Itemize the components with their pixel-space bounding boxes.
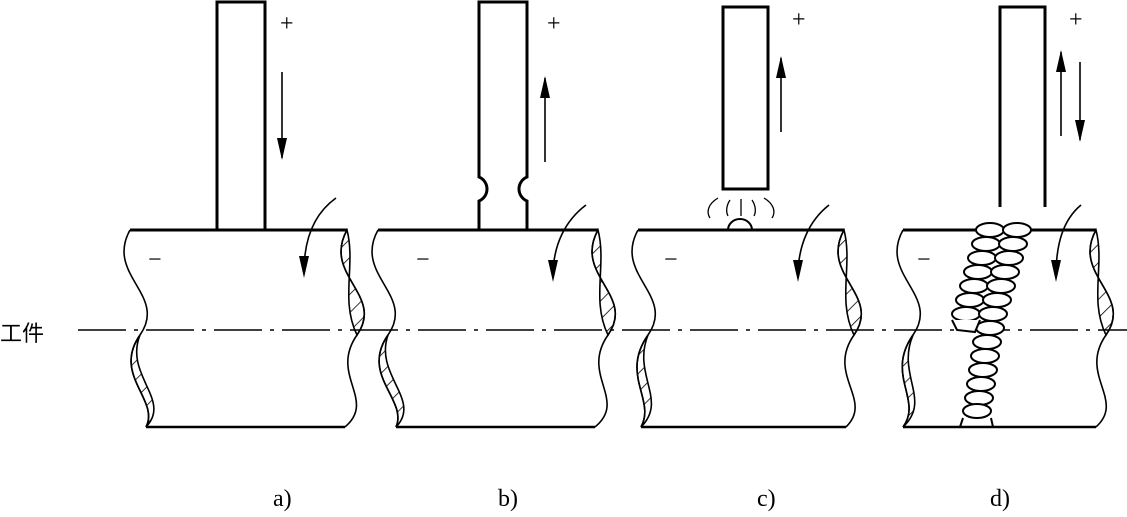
panel-b-workpiece-sign: − [416, 247, 430, 273]
panel-d-electrode-motion-arrows [1056, 50, 1085, 142]
panel-d-workpiece-sign: − [917, 247, 931, 273]
panel-d-drawing [896, 5, 1114, 429]
panel-b-electrode-sign: + [547, 11, 561, 37]
panel-d-rotation-arrow [1051, 204, 1082, 282]
panel-a-electrode-motion-arrow [277, 72, 287, 160]
panel-a-caption: a) [273, 486, 292, 512]
panel-c-drawing [631, 5, 862, 429]
workpiece-label: 工件 [0, 321, 45, 346]
panel-d-caption: d) [990, 486, 1010, 512]
panel-d-electrode-sign: + [1069, 7, 1083, 33]
panel-c-electrode [721, 5, 770, 191]
panel-b-rotation-arrow [548, 204, 587, 282]
panel-c-workpiece-sign: − [664, 247, 678, 273]
panel-c-workpiece-cylinder [631, 227, 862, 429]
panel-a-drawing [123, 0, 365, 429]
panel-c-molten-droplet [707, 197, 775, 231]
panel-a-workpiece-sign: − [148, 247, 162, 273]
panel-b-caption: b) [498, 486, 518, 512]
panel-d-bead-strip-upper [951, 222, 1005, 322]
panel-b-electrode-motion-arrow [540, 76, 550, 162]
panel-b-workpiece-cylinder [371, 227, 616, 429]
panel-c-electrode-motion-arrow [776, 56, 786, 132]
panel-d-electrode [998, 5, 1047, 207]
panel-b-electrode [477, 0, 529, 230]
panel-a-rotation-arrow [299, 197, 337, 278]
panel-d-weld-beads [951, 222, 1032, 428]
panel-c-electrode-sign: + [792, 7, 806, 33]
panel-a-electrode [215, 0, 267, 232]
panel-b-drawing [371, 0, 616, 429]
panel-d-bead-strip-second [962, 222, 1032, 419]
panel-c-rotation-arrow [793, 204, 830, 282]
panel-c-caption: c) [757, 486, 776, 512]
panel-a-electrode-sign: + [280, 11, 294, 37]
